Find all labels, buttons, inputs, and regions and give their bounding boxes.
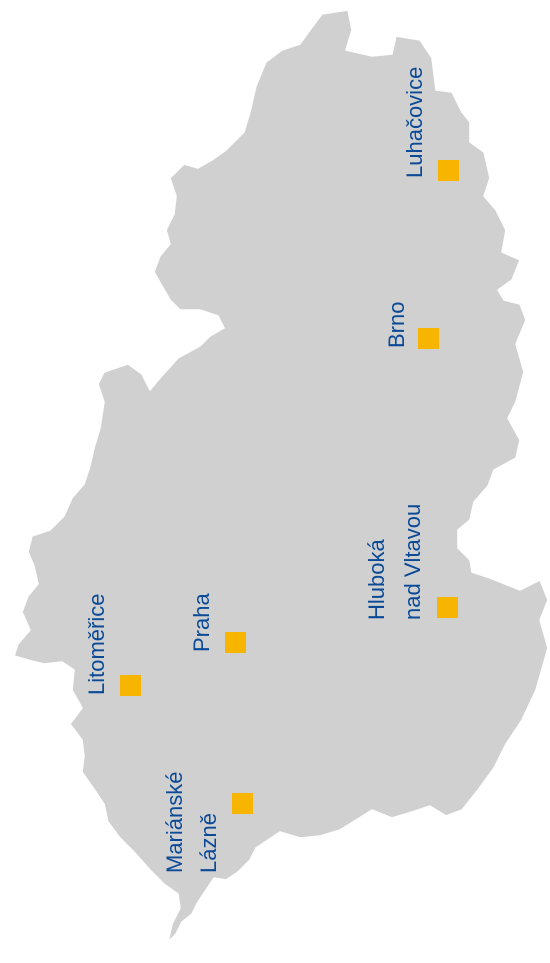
marker-litomerice (120, 675, 141, 696)
label-luhacovice: Luhačovice (402, 67, 427, 178)
label-praha: Praha (189, 593, 214, 652)
label-marianske-lazne: Mariánské Lázně (162, 765, 221, 873)
marker-luhacovice (438, 160, 459, 181)
label-hluboka-nad-vltavou: Hluboká nad Vltavou (364, 504, 425, 620)
marker-praha (225, 632, 246, 653)
marker-marianske-lazne (232, 793, 253, 814)
marker-brno (418, 328, 439, 349)
label-brno: Brno (384, 302, 409, 348)
marker-hluboka-nad-vltavou (437, 597, 458, 618)
label-litomerice: Litoměřice (84, 594, 109, 695)
country-shape (13, 9, 549, 943)
